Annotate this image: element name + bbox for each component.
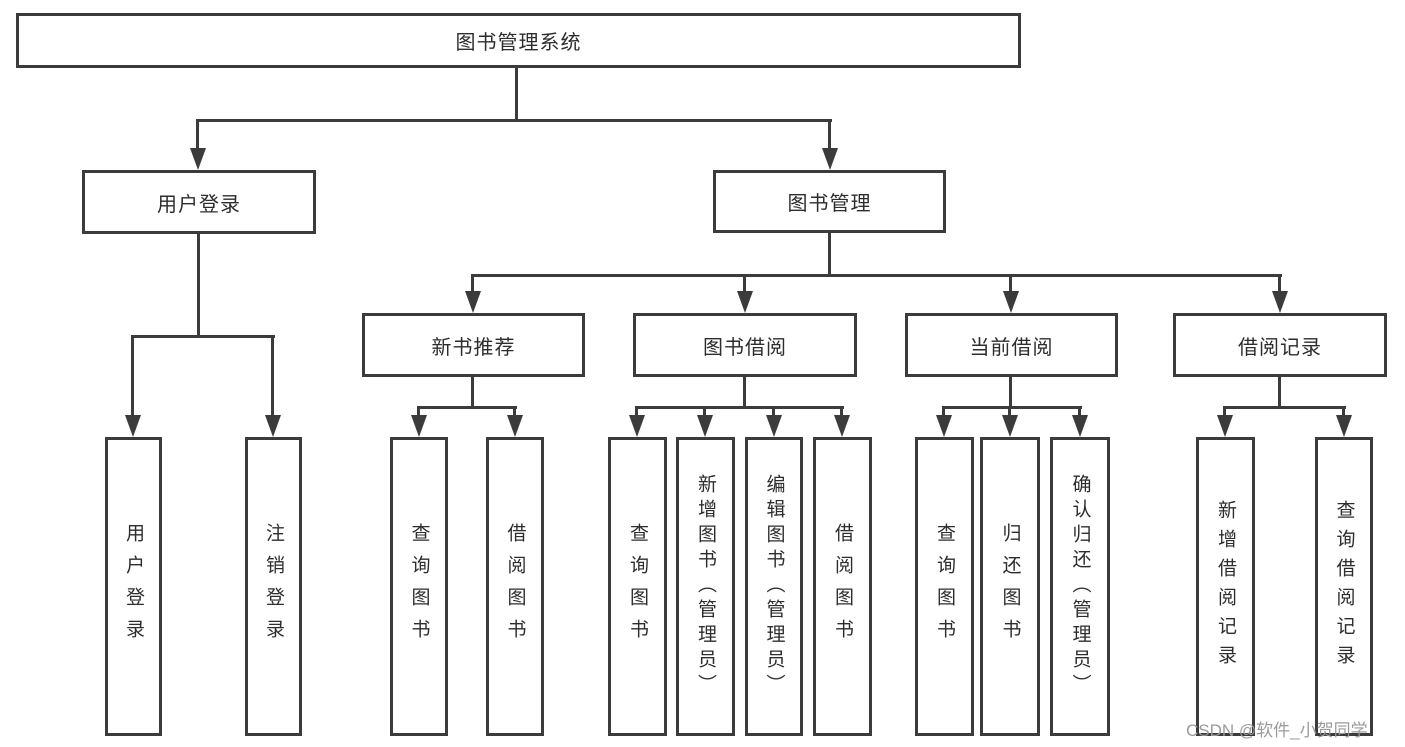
- connector-line: [828, 119, 831, 151]
- node-label: 新书推荐: [431, 336, 516, 359]
- arrowhead-down: [265, 415, 281, 437]
- node-label: 编辑图书（管理员）: [763, 474, 785, 699]
- connector-line: [840, 406, 843, 418]
- node-label: 新增借阅记录: [1215, 499, 1236, 674]
- node-label: 用户登录: [157, 193, 241, 216]
- connector-line: [1009, 274, 1012, 294]
- arrowhead-down: [629, 415, 645, 437]
- node-label: 图书管理: [787, 193, 872, 215]
- leaf-query-books-2: 查询图书: [608, 437, 667, 736]
- arrowhead-down: [766, 415, 782, 437]
- leaf-edit-book-admin: 编辑图书（管理员）: [745, 437, 803, 736]
- node-label: 借阅图书: [504, 522, 526, 651]
- connector-line: [513, 406, 516, 418]
- arrowhead-down: [737, 291, 753, 313]
- leaf-borrow-books-1: 借阅图书: [486, 437, 544, 736]
- arrowhead-down: [507, 415, 523, 437]
- node-label: 用户登录: [123, 522, 144, 651]
- connector-line: [197, 233, 200, 336]
- node-current-borrowing: 当前借阅: [905, 313, 1118, 377]
- arrowhead-down: [465, 291, 481, 313]
- csdn-watermark: CSDN @软件_小贺同学: [1186, 721, 1368, 740]
- node-book-management: 图书管理: [713, 170, 946, 233]
- arrowhead-down: [822, 148, 838, 170]
- connector-line: [515, 68, 518, 120]
- connector-line: [772, 406, 775, 418]
- connector-line: [1278, 274, 1281, 294]
- node-label: 查询图书: [627, 522, 648, 651]
- node-label: 查询图书: [408, 522, 430, 651]
- leaf-logout: 注销登录: [245, 437, 302, 736]
- connector-line: [471, 376, 474, 407]
- arrowhead-down: [125, 415, 141, 437]
- connector-line: [743, 376, 746, 407]
- arrowhead-down: [1003, 291, 1019, 313]
- leaf-add-book-admin: 新增图书（管理员）: [676, 437, 735, 736]
- node-label: 查询图书: [934, 522, 955, 651]
- connector-line: [131, 335, 275, 338]
- connector-line: [131, 335, 134, 417]
- arrowhead-down: [1336, 415, 1352, 437]
- node-label: 图书管理系统: [455, 32, 582, 54]
- connector-line: [1278, 376, 1281, 407]
- node-label: 借阅图书: [832, 522, 853, 651]
- node-label: 新增图书（管理员）: [695, 474, 716, 699]
- arrowhead-down: [1272, 291, 1288, 313]
- leaf-user-login: 用户登录: [105, 437, 162, 736]
- leaf-return-books: 归还图书: [980, 437, 1040, 736]
- connector-line: [1009, 376, 1012, 407]
- connector-line: [417, 406, 420, 418]
- arrowhead-down: [1217, 415, 1233, 437]
- connector-line: [417, 406, 517, 409]
- arrowhead-down: [190, 148, 206, 170]
- node-label: 归还图书: [999, 522, 1021, 651]
- leaf-confirm-return-admin: 确认归还（管理员）: [1050, 437, 1110, 736]
- leaf-query-books-3: 查询图书: [915, 437, 974, 736]
- connector-line: [942, 406, 1082, 409]
- connector-line: [1078, 406, 1081, 418]
- connector-line: [1223, 406, 1226, 418]
- connector-line: [828, 233, 831, 276]
- connector-line: [196, 119, 199, 151]
- connector-line: [471, 274, 1282, 277]
- node-label: 当前借阅: [969, 336, 1054, 359]
- connector-line: [271, 335, 274, 417]
- leaf-borrow-books-2: 借阅图书: [813, 437, 872, 736]
- node-label: 图书借阅: [703, 336, 787, 359]
- connector-line: [1342, 406, 1345, 418]
- connector-line: [635, 406, 638, 418]
- arrowhead-down: [936, 415, 952, 437]
- connector-line: [942, 406, 945, 418]
- node-borrow-records: 借阅记录: [1173, 313, 1387, 377]
- arrowhead-down: [1002, 415, 1018, 437]
- node-book-borrowing: 图书借阅: [633, 313, 857, 377]
- node-label: 借阅记录: [1238, 336, 1322, 359]
- node-root: 图书管理系统: [16, 13, 1021, 68]
- leaf-query-books-1: 查询图书: [390, 437, 448, 736]
- connector-line: [703, 406, 706, 418]
- arrowhead-down: [411, 415, 427, 437]
- node-user-login: 用户登录: [82, 170, 316, 234]
- connector-line: [1008, 406, 1011, 418]
- node-label: 查询借阅记录: [1333, 499, 1355, 674]
- arrowhead-down: [1072, 415, 1088, 437]
- connector-line: [471, 274, 474, 294]
- arrowhead-down: [834, 415, 850, 437]
- node-label: 注销登录: [263, 522, 284, 651]
- connector-line: [743, 274, 746, 294]
- arrowhead-down: [697, 415, 713, 437]
- connector-line: [197, 119, 832, 122]
- leaf-add-borrow-record: 新增借阅记录: [1196, 437, 1255, 736]
- leaf-query-borrow-record: 查询借阅记录: [1315, 437, 1373, 736]
- node-new-book-recommend: 新书推荐: [362, 313, 585, 377]
- connector-line: [1223, 406, 1346, 409]
- connector-line: [635, 406, 844, 409]
- node-label: 确认归还（管理员）: [1069, 474, 1091, 699]
